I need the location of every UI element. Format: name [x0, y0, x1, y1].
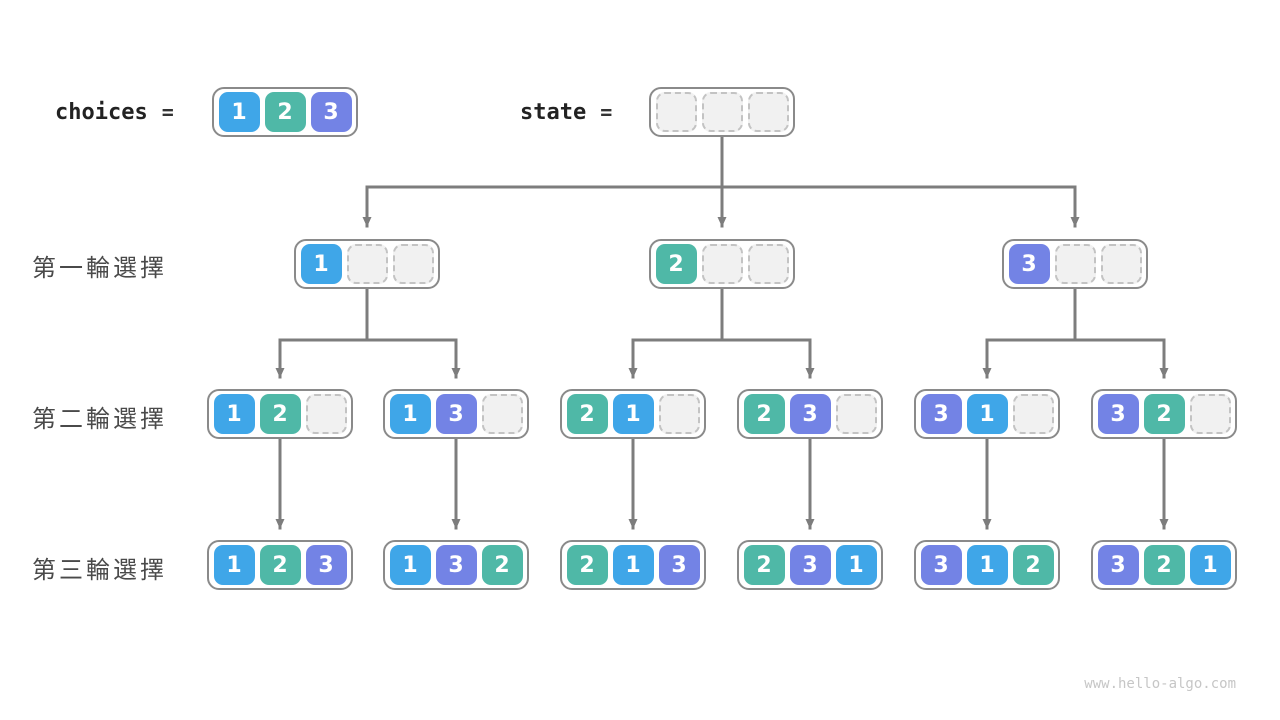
round1-node-2: 2 — [649, 239, 795, 289]
state-cell — [658, 394, 700, 434]
state-cell: 1 — [389, 394, 431, 434]
state-equals-sign: = — [600, 100, 613, 124]
state-cell: 3 — [435, 545, 477, 585]
state-cell: 3 — [1097, 545, 1139, 585]
state-cell: 3 — [435, 394, 477, 434]
site-watermark: www.hello-algo.com — [1084, 676, 1236, 692]
state-cell — [701, 244, 743, 284]
round1-node-3: 3 — [1002, 239, 1148, 289]
state-cell — [747, 92, 789, 132]
choices-cell-3: 3 — [310, 92, 352, 132]
state-cell: 2 — [743, 394, 785, 434]
state-array-root — [649, 87, 795, 137]
state-cell: 1 — [612, 545, 654, 585]
state-cell — [655, 92, 697, 132]
state-cell: 1 — [966, 545, 1008, 585]
state-cell — [701, 92, 743, 132]
round2-node-31: 3 1 — [914, 389, 1060, 439]
round-3-label: 第三輪選擇 — [32, 557, 167, 584]
round1-node-1: 1 — [294, 239, 440, 289]
state-cell: 2 — [259, 545, 301, 585]
state-cell: 3 — [920, 545, 962, 585]
round-1-label: 第一輪選擇 — [32, 255, 167, 282]
round3-node-321: 3 2 1 — [1091, 540, 1237, 590]
state-label: state = — [520, 87, 612, 137]
state-cell: 1 — [300, 244, 342, 284]
state-cell: 1 — [612, 394, 654, 434]
round3-node-123: 1 2 3 — [207, 540, 353, 590]
state-cell: 3 — [1097, 394, 1139, 434]
round-2-label: 第二輪選擇 — [32, 406, 167, 433]
round2-node-12: 1 2 — [207, 389, 353, 439]
state-cell — [1012, 394, 1054, 434]
state-cell: 2 — [1143, 545, 1185, 585]
choices-cell-2: 2 — [264, 92, 306, 132]
choices-label-text: choices — [55, 99, 148, 125]
state-cell: 1 — [213, 394, 255, 434]
round2-node-23: 2 3 — [737, 389, 883, 439]
state-label-text: state — [520, 99, 587, 125]
state-cell — [835, 394, 877, 434]
state-cell: 1 — [389, 545, 431, 585]
round3-node-132: 1 3 2 — [383, 540, 529, 590]
state-cell: 2 — [481, 545, 523, 585]
state-cell: 3 — [1008, 244, 1050, 284]
choices-label: choices = — [55, 87, 174, 137]
state-cell: 2 — [1012, 545, 1054, 585]
state-cell: 3 — [305, 545, 347, 585]
state-cell — [392, 244, 434, 284]
state-cell: 3 — [789, 394, 831, 434]
round2-node-32: 3 2 — [1091, 389, 1237, 439]
round2-node-13: 1 3 — [383, 389, 529, 439]
state-cell: 1 — [966, 394, 1008, 434]
round3-node-231: 2 3 1 — [737, 540, 883, 590]
state-cell: 2 — [655, 244, 697, 284]
state-cell: 1 — [1189, 545, 1231, 585]
choices-equals-sign: = — [161, 100, 174, 124]
state-cell: 2 — [566, 545, 608, 585]
choices-cell-1: 1 — [218, 92, 260, 132]
state-cell — [1054, 244, 1096, 284]
state-cell: 1 — [213, 545, 255, 585]
choices-array: 1 2 3 — [212, 87, 358, 137]
state-cell: 3 — [658, 545, 700, 585]
state-cell: 3 — [920, 394, 962, 434]
state-cell: 2 — [1143, 394, 1185, 434]
state-cell — [346, 244, 388, 284]
state-cell — [305, 394, 347, 434]
state-cell: 2 — [743, 545, 785, 585]
state-cell — [1100, 244, 1142, 284]
state-cell — [1189, 394, 1231, 434]
state-cell: 2 — [259, 394, 301, 434]
state-cell: 2 — [566, 394, 608, 434]
state-cell — [747, 244, 789, 284]
round2-node-21: 2 1 — [560, 389, 706, 439]
state-cell: 3 — [789, 545, 831, 585]
round3-node-213: 2 1 3 — [560, 540, 706, 590]
state-cell — [481, 394, 523, 434]
state-cell: 1 — [835, 545, 877, 585]
round3-node-312: 3 1 2 — [914, 540, 1060, 590]
